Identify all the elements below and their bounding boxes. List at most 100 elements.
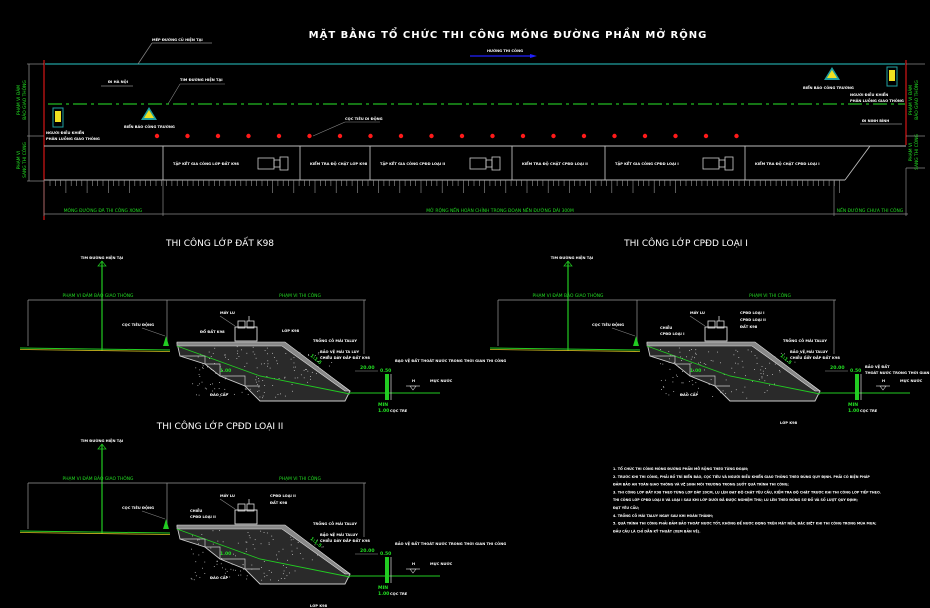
- fill-speckle: [290, 537, 291, 538]
- fill-speckle: [251, 569, 252, 570]
- fill-speckle: [214, 363, 215, 364]
- fill-speckle: [284, 571, 285, 572]
- fill-speckle: [271, 572, 272, 573]
- ditch-label: BẢO VỆ ĐẤT: [865, 364, 890, 369]
- top-layer: [177, 342, 350, 391]
- fill-speckle: [764, 392, 765, 393]
- fill-speckle: [293, 367, 294, 368]
- fill-speckle: [762, 366, 763, 367]
- fill-speckle: [255, 379, 256, 380]
- fill-speckle: [262, 380, 263, 381]
- fill-speckle: [686, 356, 687, 357]
- fill-speckle: [692, 384, 693, 385]
- fill-speckle: [213, 544, 214, 545]
- fill-speckle: [752, 381, 753, 382]
- fill-speckle: [287, 560, 288, 561]
- fill-speckle: [192, 536, 193, 537]
- embankment-body: [177, 343, 350, 401]
- fill-speckle: [253, 544, 254, 545]
- fill-speckle: [765, 368, 766, 369]
- general-notes: 1. TỔ CHỨC THI CÔNG MÓNG ĐƯỜNG PHẦN MỞ R…: [613, 466, 881, 533]
- fill-speckle: [206, 389, 207, 390]
- fill-speckle: [704, 363, 705, 364]
- embankment-body: [647, 343, 820, 401]
- roller-cab: [238, 504, 245, 511]
- fill-speckle: [227, 571, 228, 572]
- centerline-arrow-icon: [98, 261, 106, 266]
- fill-speckle: [224, 389, 225, 390]
- fill-speckle: [734, 372, 735, 373]
- cone-marker: [551, 134, 555, 138]
- fill-speckle: [787, 361, 788, 362]
- fill-speckle: [211, 356, 212, 357]
- fill-speckle: [295, 378, 296, 379]
- centerline-label: TIM ĐƯỜNG HIỆN TẠI: [180, 77, 223, 82]
- fill-speckle: [760, 370, 761, 371]
- fill-speckle: [781, 353, 782, 354]
- traffic-zone-label: PHẠM VI ĐẢM BẢO GIAO THÔNG: [63, 291, 134, 299]
- section-title: THI CÔNG LỚP CPĐD LOẠI II: [156, 420, 283, 432]
- slope-ratio: 1:1.5: [309, 536, 323, 549]
- fill-speckle: [284, 378, 285, 379]
- fill-speckle: [303, 558, 304, 559]
- fill-speckle: [692, 357, 693, 358]
- min-label: MIN: [848, 402, 858, 408]
- ditch-depth-dimension: 0.50: [380, 551, 391, 557]
- fill-speckle: [318, 361, 319, 362]
- slope-protect-label: BẢO VỆ MÁI TALUY: [320, 532, 358, 537]
- fill-speckle: [267, 348, 268, 349]
- cone-marker: [368, 134, 372, 138]
- fill-speckle: [769, 385, 770, 386]
- fill-speckle: [246, 549, 247, 550]
- plan-title: MẶT BẰNG TỔ CHỨC THI CÔNG MÓNG ĐƯỜNG PHẦ…: [309, 26, 708, 41]
- fill-speckle: [201, 534, 202, 535]
- fill-speckle: [666, 393, 667, 394]
- fill-speckle: [192, 383, 193, 384]
- cone-marker: [399, 134, 403, 138]
- fill-speckle: [222, 567, 223, 568]
- cone-marker: [429, 134, 433, 138]
- fill-speckle: [324, 534, 325, 535]
- work-zone-label: PHẠM VI THI CÔNG: [279, 475, 321, 482]
- bench-dimension: 1.00: [220, 368, 231, 374]
- fill-speckle: [669, 362, 670, 363]
- fill-speckle: [264, 576, 265, 577]
- fill-speckle: [663, 386, 664, 387]
- section-cpdd-2: THI CÔNG LỚP CPĐD LOẠI IITIM ĐƯỜNG HIỆN …: [20, 420, 506, 608]
- fill-speckle: [294, 363, 295, 364]
- slope-ratio: 1:1.5: [779, 353, 793, 366]
- fill-speckle: [243, 564, 244, 565]
- fill-speckle: [242, 392, 243, 393]
- fill-speckle: [237, 353, 238, 354]
- fill-speckle: [681, 360, 682, 361]
- cone-marker: [673, 134, 677, 138]
- side-label-line: SANG THI CÔNG: [21, 141, 28, 177]
- fill-speckle: [273, 539, 274, 540]
- fill-speckle: [270, 368, 271, 369]
- sign-left-label: BIỂN BÁO CÔNG TRƯỜNG: [124, 124, 175, 129]
- fill-speckle: [695, 382, 696, 383]
- work-strip-taper: [845, 146, 870, 180]
- water-level-icon: [410, 569, 416, 573]
- fill-speckle: [255, 539, 256, 540]
- fill-speckle: [731, 368, 732, 369]
- ditch-label: THOÁT NƯỚC TRONG THỜI GIAN: [865, 370, 929, 375]
- side-label-line: PHẠM VI ĐẢM: [14, 85, 22, 115]
- fill-speckle: [257, 367, 258, 368]
- fill-speckle: [757, 358, 758, 359]
- roller-icon: [470, 157, 500, 170]
- cone-marker: [582, 134, 586, 138]
- fill-speckle: [220, 396, 221, 397]
- fill-speckle: [268, 363, 269, 364]
- ditch-bottom-label: CỌC TRE: [390, 592, 408, 596]
- centerline-arrow-icon: [98, 444, 106, 449]
- cone-marker: [338, 134, 342, 138]
- fill-speckle: [259, 390, 260, 391]
- work-zone-label: PHẠM VI THI CÔNG: [749, 292, 791, 299]
- fill-speckle: [774, 384, 775, 385]
- fill-speckle: [292, 384, 293, 385]
- fill-speckle: [778, 361, 779, 362]
- min-value: 1.00: [848, 408, 859, 414]
- benching-steps: [650, 356, 730, 386]
- layer-label: CPĐD LOẠI II: [740, 318, 766, 322]
